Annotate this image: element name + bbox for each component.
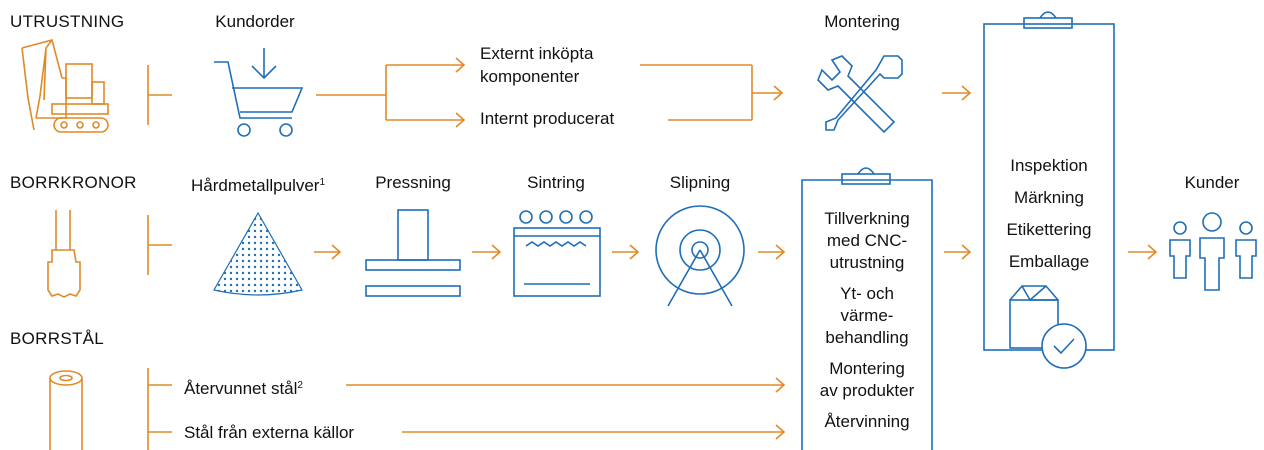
arrow-powder-pressing [314, 244, 342, 260]
arrow-pressing-sintering [472, 244, 502, 260]
manufacturing-steps: Tillverkning med CNC- utrustning Yt- och… [802, 208, 932, 442]
manufacturing-step-recycling: Återvinning [824, 412, 910, 431]
step-pressning: Pressning [375, 173, 451, 192]
press-icon [365, 209, 461, 297]
row-header-borrkronor: BORRKRONOR [10, 173, 137, 192]
montering-arrow [942, 85, 972, 101]
manufacturing-step-assembly: Montering av produkter [819, 359, 915, 400]
package-check-icon [1009, 285, 1087, 369]
furnace-icon [513, 210, 601, 297]
row-header-borrstal: BORRSTÅL [10, 329, 105, 348]
excavator-icon [21, 39, 109, 133]
row-header-utrustning: UTRUSTNING [10, 12, 125, 31]
atervunnet-stal-label: Återvunnet stål [184, 379, 298, 398]
step-internt-producerat: Internt producerat [480, 109, 615, 128]
footnote-1: 1 [319, 177, 326, 188]
people-icon [1169, 212, 1257, 291]
wrench-tools-icon [817, 55, 903, 134]
inspection-step-emballage: Emballage [1008, 252, 1090, 271]
manufacturing-step-cnc: Tillverkning med CNC- utrustning [824, 209, 910, 272]
step-slipning: Slipning [669, 173, 731, 192]
hardmetallpulver-label: Hårdmetallpulver [190, 176, 320, 195]
grinding-wheel-icon [655, 205, 745, 307]
drill-bit-icon [47, 210, 81, 298]
inspection-step-etikettering: Etikettering [1006, 220, 1092, 239]
step-hardmetallpulver: Hårdmetallpulver1 [191, 173, 325, 196]
arrow-manufacturing-inspection [944, 244, 972, 260]
external-steel-arrow [402, 424, 786, 440]
inspection-step-inspektion: Inspektion [1010, 156, 1088, 175]
shopping-cart-icon [214, 48, 304, 137]
steel-roll-icon [49, 370, 83, 450]
step-atervunnet-stal: Återvunnet stål2 [184, 376, 303, 399]
step-sintring: Sintring [527, 173, 585, 192]
arrow-inspection-customers [1128, 244, 1158, 260]
arrow-grinding-manufacturing [758, 244, 786, 260]
merge-arrows [640, 64, 784, 121]
footnote-2: 2 [297, 380, 303, 391]
order-split-arrows [316, 57, 466, 128]
powder-pile-icon [213, 211, 303, 296]
step-externt-inkopta: Externt inköpta komponenter [480, 44, 594, 86]
inspection-steps: Inspektion Märkning Etikettering Emballa… [984, 150, 1114, 278]
step-stal-fran-externa: Stål från externa källor [184, 423, 355, 442]
inspection-step-markning: Märkning [1014, 188, 1084, 207]
arrow-sintering-grinding [612, 244, 640, 260]
customers-label: Kunder [1184, 173, 1240, 192]
manufacturing-box [801, 167, 933, 450]
step-kundorder: Kundorder [215, 12, 295, 31]
manufacturing-step-surface: Yt- och värme- behandling [825, 284, 909, 347]
step-montering: Montering [824, 12, 900, 31]
recycled-steel-arrow [346, 377, 786, 393]
